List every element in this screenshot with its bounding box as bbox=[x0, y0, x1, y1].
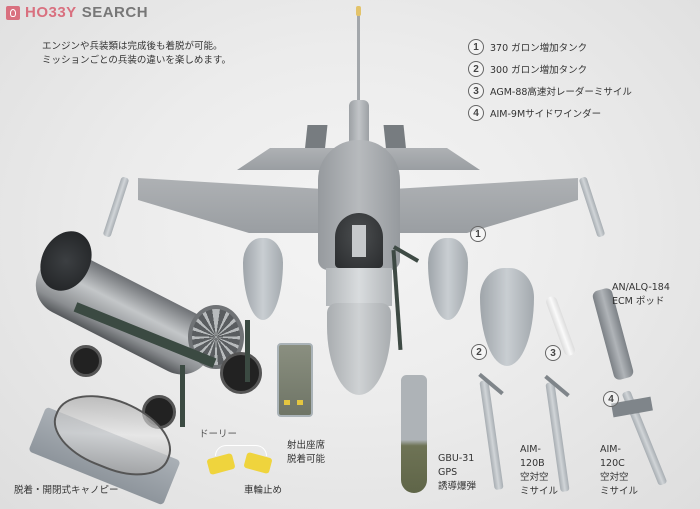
legend-label: 370 ガロン増加タンク bbox=[490, 43, 588, 54]
number-badge: 2 bbox=[468, 61, 484, 77]
hobby-search-logo[interactable]: HO33Y SEARCH bbox=[6, 4, 148, 21]
parts-legend: 1 370 ガロン増加タンク 2 300 ガロン増加タンク 3 AGM-88高速… bbox=[468, 36, 632, 124]
legend-item: 4 AIM-9Mサイドワインダー bbox=[468, 102, 632, 124]
number-badge: 4 bbox=[468, 105, 484, 121]
300-gallon-tank-model bbox=[480, 268, 534, 366]
ecm-pod-label: AN/ALQ-184 ECM ポッド bbox=[612, 282, 670, 307]
logo-search-text: SEARCH bbox=[81, 4, 149, 21]
flame-icon bbox=[6, 5, 20, 20]
legend-item: 2 300 ガロン増加タンク bbox=[468, 58, 632, 80]
aim-120c-label: AIM- 120C 空対空 ミサイル bbox=[600, 444, 639, 497]
dolly-label: ドーリー bbox=[199, 429, 238, 440]
number-badge: 3 bbox=[468, 83, 484, 99]
intro-caption: エンジンや兵装類は完成後も着脱が可能。 ミッションごとの兵装の違いを楽しめます。 bbox=[42, 40, 231, 68]
legend-item: 1 370 ガロン増加タンク bbox=[468, 36, 632, 58]
ejection-seat-label: 射出座席 脱着可能 bbox=[287, 440, 326, 465]
legend-label: AIM-9Mサイドワインダー bbox=[490, 109, 602, 120]
canopy-label: 脱着・開閉式キャノピー bbox=[14, 485, 119, 496]
intro-line-1: エンジンや兵装類は完成後も着脱が可能。 bbox=[42, 41, 223, 52]
wheel-chocks-label: 車輪止め bbox=[244, 485, 283, 496]
legend-item: 3 AGM-88高速対レーダーミサイル bbox=[468, 80, 632, 102]
logo-hobby-text: HO33Y bbox=[25, 4, 77, 21]
marker-1: 1 bbox=[470, 226, 486, 242]
marker-2: 2 bbox=[471, 344, 487, 360]
number-badge: 1 bbox=[468, 39, 484, 55]
intro-line-2: ミッションごとの兵装の違いを楽しめます。 bbox=[42, 55, 231, 66]
legend-label: AGM-88高速対レーダーミサイル bbox=[490, 87, 632, 98]
aim-120b-label: AIM- 120B 空対空 ミサイル bbox=[520, 444, 559, 497]
aim-120b-model bbox=[479, 379, 504, 491]
gbu-31-label: GBU-31 GPS 誘導爆弾 bbox=[438, 453, 477, 492]
legend-label: 300 ガロン増加タンク bbox=[490, 65, 588, 76]
marker-4: 4 bbox=[603, 391, 619, 407]
gbu-31-model bbox=[401, 375, 427, 493]
marker-3: 3 bbox=[545, 345, 561, 361]
